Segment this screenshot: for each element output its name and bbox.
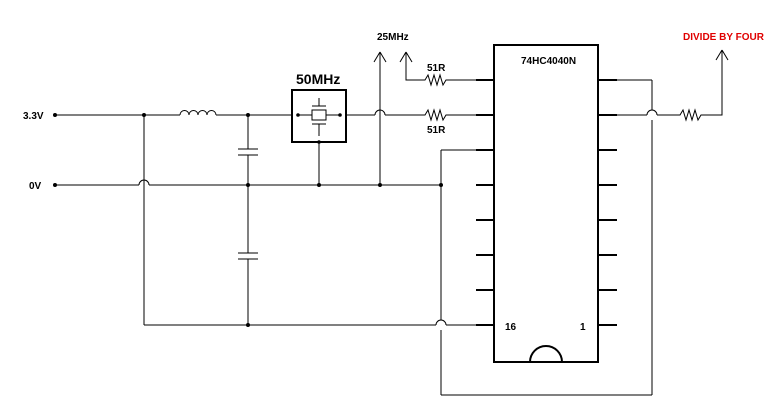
pin16-label: 16: [505, 322, 517, 333]
output-label: DIVIDE BY FOUR: [683, 32, 765, 43]
supply-label: 3.3V: [23, 111, 44, 122]
resistor-output: [657, 49, 729, 122]
crystal-oscillator: [291, 89, 347, 144]
inductor: [179, 110, 217, 116]
resistor-bottom-label: 51R: [427, 125, 446, 136]
clock-out-label: 25MHz: [377, 32, 409, 43]
crystal-label: 50MHz: [296, 71, 340, 87]
capacitor-bottom: [238, 185, 258, 325]
resistor-bottom: [420, 108, 476, 122]
ic-part-label: 74HC4040N: [521, 56, 576, 67]
clock-probe-25mhz: [373, 51, 387, 185]
resistor-top: [399, 51, 476, 87]
ic-74hc4040: [476, 44, 617, 363]
resistor-top-label: 51R: [427, 63, 446, 74]
capacitor-top: [238, 115, 258, 185]
supply-rail: [53, 110, 292, 117]
ground-label: 0V: [29, 181, 42, 192]
pin1-label: 1: [580, 322, 586, 333]
